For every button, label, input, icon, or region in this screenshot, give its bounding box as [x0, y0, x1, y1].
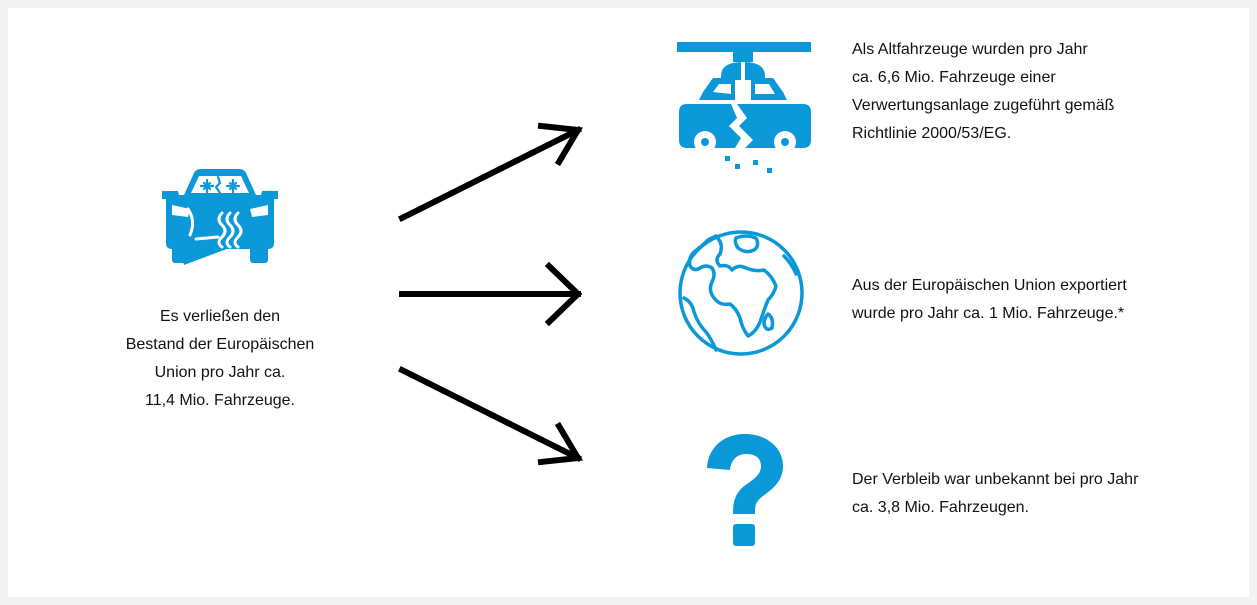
unknown-line: ca. 3,8 Mio. Fahrzeugen. — [852, 499, 1029, 516]
source-line: Es verließen den — [159, 308, 281, 325]
globe-icon — [678, 230, 804, 356]
source-line: Union pro Jahr ca. — [154, 364, 286, 381]
unknown-description: Der Verbleib war unbekannt bei pro Jahr … — [852, 466, 1232, 522]
export-description: Aus der Europäischen Union exportiert wu… — [852, 272, 1232, 328]
source-description: Es verließen den Bestand der Europäische… — [120, 303, 320, 415]
source-line: 11,4 Mio. Fahrzeuge. — [144, 392, 295, 409]
arrow-to-unknown — [397, 365, 583, 466]
scrapyard-crane-car-icon — [677, 42, 811, 173]
recycling-line: Richtlinie 2000/53/EG. — [852, 125, 1012, 142]
arrow-to-recycling — [397, 122, 583, 223]
diagram-panel — [8, 8, 1249, 597]
export-line: wurde pro Jahr ca. 1 Mio. Fahrzeuge.* — [852, 305, 1125, 322]
export-line: Aus der Europäischen Union exportiert — [852, 277, 1127, 294]
damaged-car-icon — [162, 169, 278, 265]
question-mark-icon — [707, 434, 783, 546]
recycling-line: ca. 6,6 Mio. Fahrzeuge einer — [852, 69, 1056, 86]
recycling-line: Als Altfahrzeuge wurden pro Jahr — [852, 41, 1088, 58]
arrow-to-export — [399, 261, 583, 327]
source-line: Bestand der Europäischen — [125, 336, 315, 353]
unknown-line: Der Verbleib war unbekannt bei pro Jahr — [852, 471, 1139, 488]
recycling-description: Als Altfahrzeuge wurden pro Jahr ca. 6,6… — [852, 36, 1232, 148]
recycling-line: Verwertungsanlage zugeführt gemäß — [852, 97, 1115, 114]
